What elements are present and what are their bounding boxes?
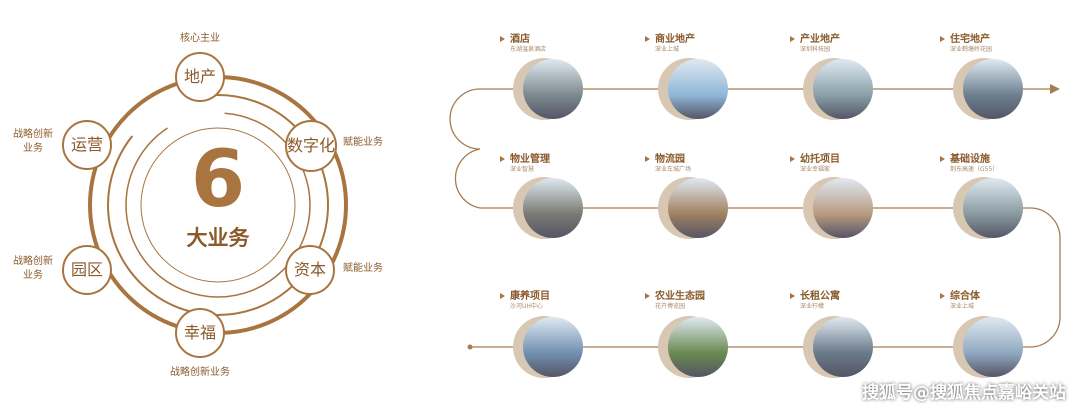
path-start-dot <box>467 344 473 350</box>
item-title: 商业地产 <box>645 33 785 46</box>
business-item: 农业生态园花卉博览园 <box>645 290 785 311</box>
item-photo <box>963 59 1023 119</box>
item-title: 幼托项目 <box>790 153 930 166</box>
item-title: 综合体 <box>940 290 1080 303</box>
item-subtitle: 东湖温泉酒店 <box>510 46 547 53</box>
item-subtitle: 沙河UH中心 <box>510 303 543 310</box>
label-strategic-bottom: 战略创新业务 <box>170 367 230 378</box>
item-photo <box>813 59 873 119</box>
label-core: 核心主业 <box>180 33 220 44</box>
item-title: 物业管理 <box>500 153 640 166</box>
item-subtitle: 深业上城 <box>655 46 680 53</box>
item-photo <box>523 59 583 119</box>
item-title: 康养项目 <box>500 290 640 303</box>
item-subtitle: 深业柠檬 <box>800 303 825 310</box>
node-capital: 资本 <box>285 245 335 295</box>
item-title: 住宅地产 <box>940 33 1080 46</box>
item-photo <box>963 178 1023 238</box>
node-park: 园区 <box>62 245 112 295</box>
item-title: 基础设施 <box>940 153 1080 166</box>
item-subtitle: 深业车城广场 <box>655 166 692 173</box>
business-item: 物业管理深业智慧 <box>500 153 640 174</box>
item-subtitle: 深业上城 <box>950 303 975 310</box>
business-item: 长租公寓深业柠檬 <box>790 290 930 311</box>
item-subtitle: 荆东高速（G55） <box>950 166 999 173</box>
business-item: 酒店东湖温泉酒店 <box>500 33 640 54</box>
business-item: 基础设施荆东高速（G55） <box>940 153 1080 174</box>
node-real-estate: 地产 <box>175 52 225 102</box>
label-strategic-left-bottom: 战略创新 业务 <box>13 256 53 281</box>
arrow-head <box>1050 84 1060 94</box>
item-title: 长租公寓 <box>790 290 930 303</box>
watermark: 搜狐号@搜狐焦点嘉峪关站 <box>862 383 1066 403</box>
label-enable-1: 赋能业务 <box>343 137 383 148</box>
item-photo <box>523 317 583 377</box>
label-strategic-left-top: 战略创新 业务 <box>13 129 53 154</box>
item-photo <box>963 317 1023 377</box>
business-item: 综合体深业上城 <box>940 290 1080 311</box>
business-item: 康养项目沙河UH中心 <box>500 290 640 311</box>
item-title: 农业生态园 <box>645 290 785 303</box>
item-title: 物流园 <box>645 153 785 166</box>
item-subtitle: 深业鹤塘岭花园 <box>950 46 993 53</box>
item-photo <box>813 317 873 377</box>
item-subtitle: 花卉博览园 <box>655 303 686 310</box>
node-operation: 运营 <box>62 120 112 170</box>
business-item: 商业地产深业上城 <box>645 33 785 54</box>
item-subtitle: 深业智慧 <box>510 166 535 173</box>
inner-ring <box>125 112 311 298</box>
node-digital: 数字化 <box>285 120 337 172</box>
business-item: 住宅地产深业鹤塘岭花园 <box>940 33 1080 54</box>
item-photo <box>668 178 728 238</box>
item-photo <box>813 178 873 238</box>
item-title: 酒店 <box>500 33 640 46</box>
center-title: 大业务 <box>186 226 250 250</box>
item-title: 产业地产 <box>790 33 930 46</box>
label-enable-2: 赋能业务 <box>343 263 383 274</box>
center-number: 6 <box>190 135 246 225</box>
item-photo <box>668 317 728 377</box>
item-photo <box>668 59 728 119</box>
item-photo <box>523 178 583 238</box>
business-item: 物流园深业车城广场 <box>645 153 785 174</box>
business-item: 产业地产深圳科技园 <box>790 33 930 54</box>
core-ring <box>140 127 296 283</box>
node-happiness: 幸福 <box>175 308 225 358</box>
item-subtitle: 深圳科技园 <box>800 46 831 53</box>
item-subtitle: 深业幸福家 <box>800 166 831 173</box>
business-item: 幼托项目深业幸福家 <box>790 153 930 174</box>
